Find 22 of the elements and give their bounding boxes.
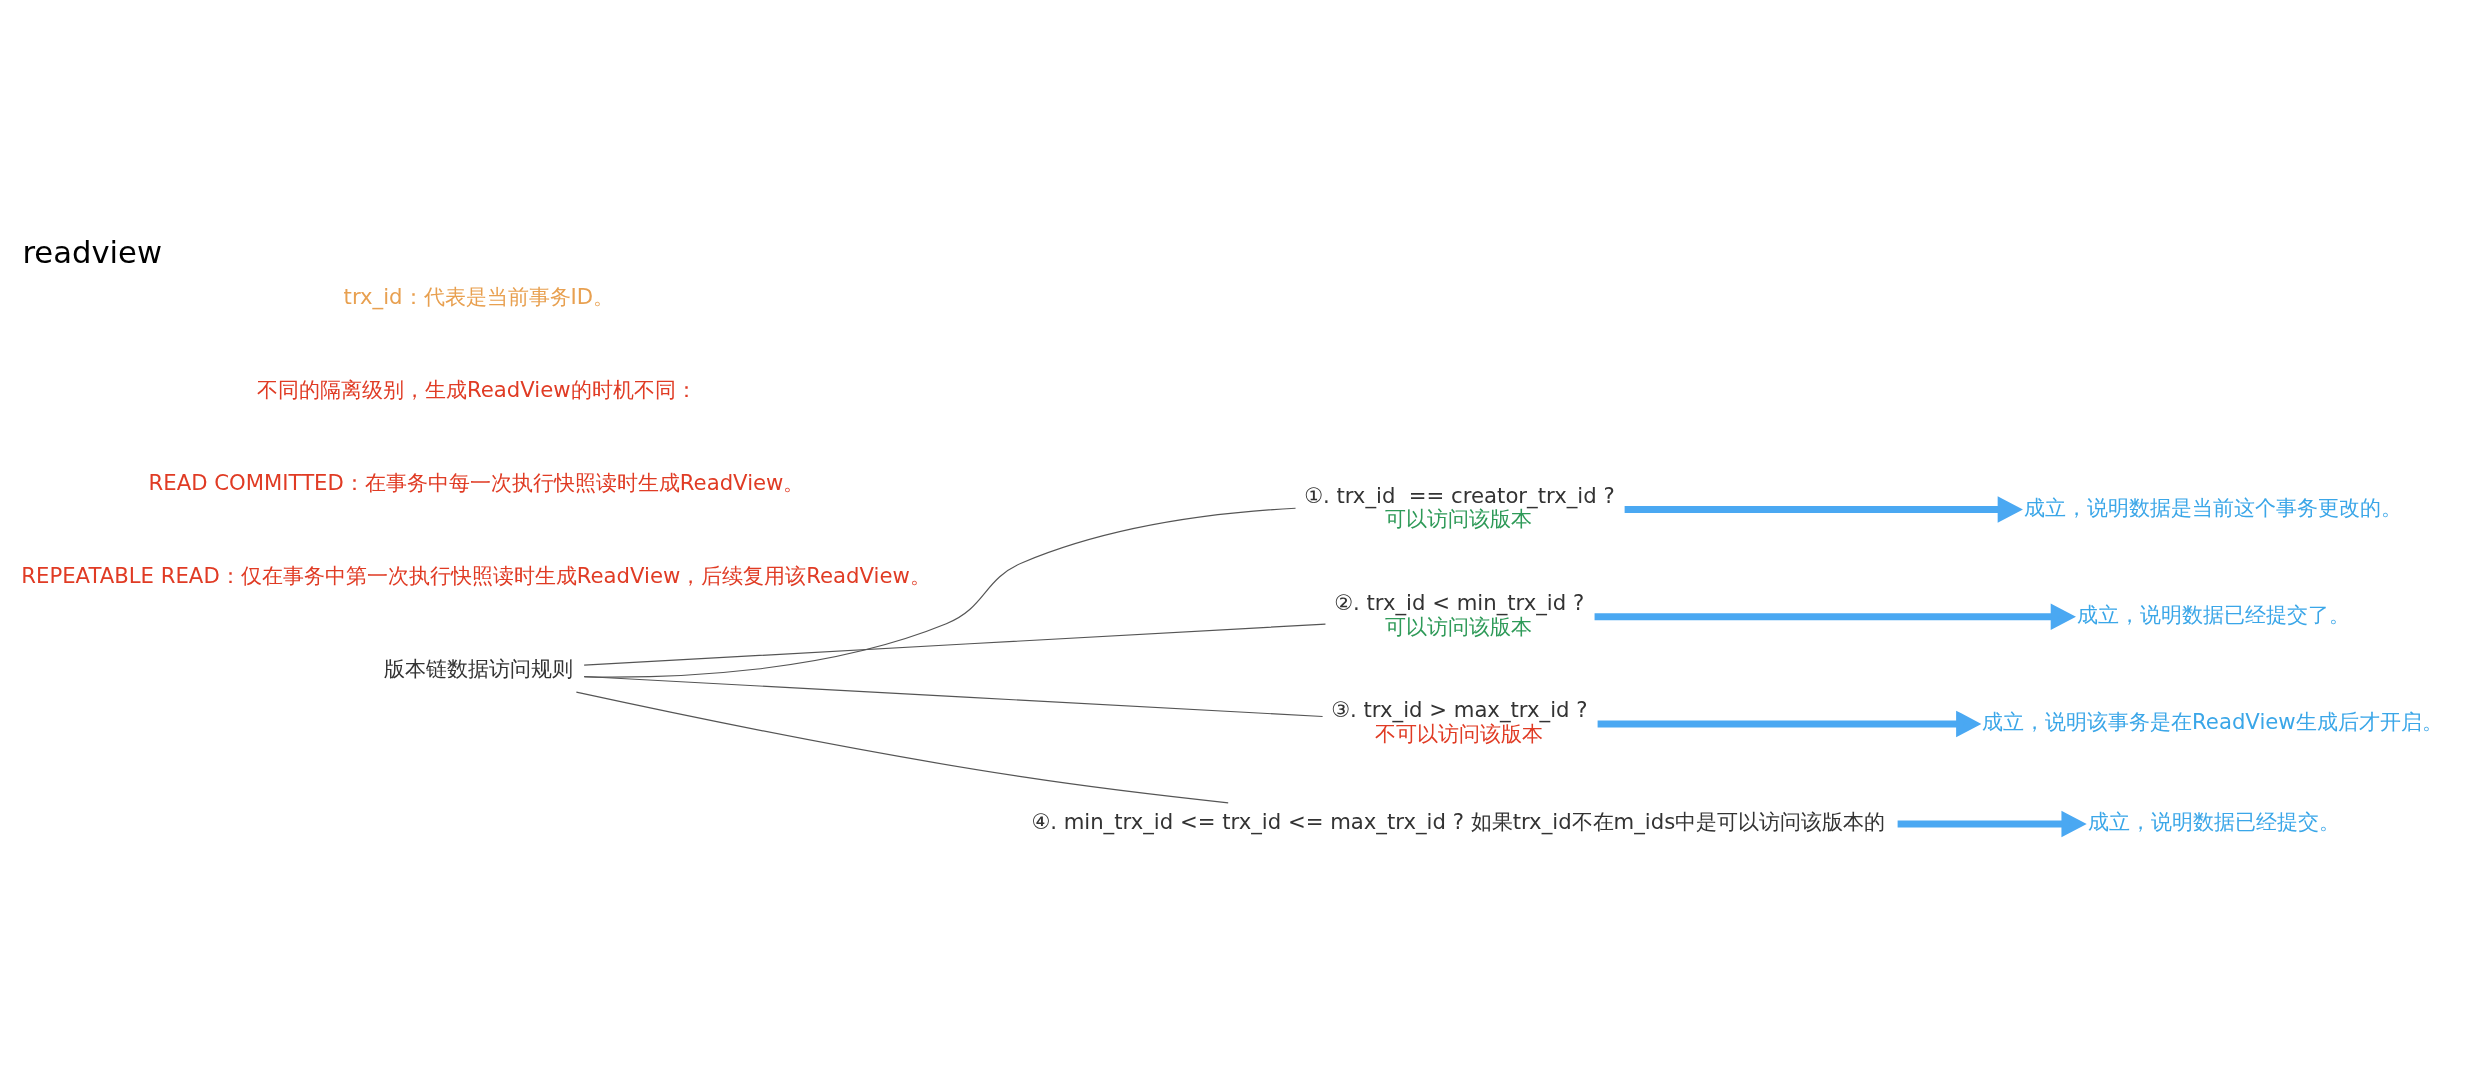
node-text: 成立，说明该事务是在ReadView生成后才开启。 [1982,708,2443,734]
diagram-title: readview [22,234,162,270]
node-text: 成立，说明数据已经提交。 [2087,808,2340,834]
node-text: 版本链数据访问规则 [383,655,573,681]
connector [575,691,1229,803]
label: trx_id：代表是当前事务ID。 [343,283,615,309]
arrow [1597,710,1982,737]
node-text: ②. trx_id < min_trx_id ? 可以访问该版本 [1333,589,1585,639]
connector [583,507,1297,678]
node-text: ③. trx_id > max_trx_id ? 不可以访问该版本 [1331,696,1588,746]
arrow [1897,810,2087,837]
label: 不同的隔离级别，生成ReadView的时机不同： [256,376,697,402]
connector [583,675,1324,717]
node-text: 成立，说明数据已经提交了。 [2076,601,2350,627]
node-text: ①. trx_id == creator_trx_id ? 可以访问该版本 [1303,482,1615,531]
arrow [1594,602,2076,630]
connector [583,623,1327,666]
node-text: 成立，说明数据是当前这个事务更改的。 [2023,494,2402,520]
label: READ COMMITTED：在事务中每一次执行快照读时生成ReadView。 [148,469,805,495]
arrow [1624,495,2023,523]
label: REPEATABLE READ：仅在事务中第一次执行快照读时生成ReadView，后续复用该ReadView。 [21,562,931,588]
node-text: ④. min_trx_id <= trx_id <= max_trx_id ? 如果trx_id不在m_ids中是可以访问该版本的 [1031,808,1886,834]
